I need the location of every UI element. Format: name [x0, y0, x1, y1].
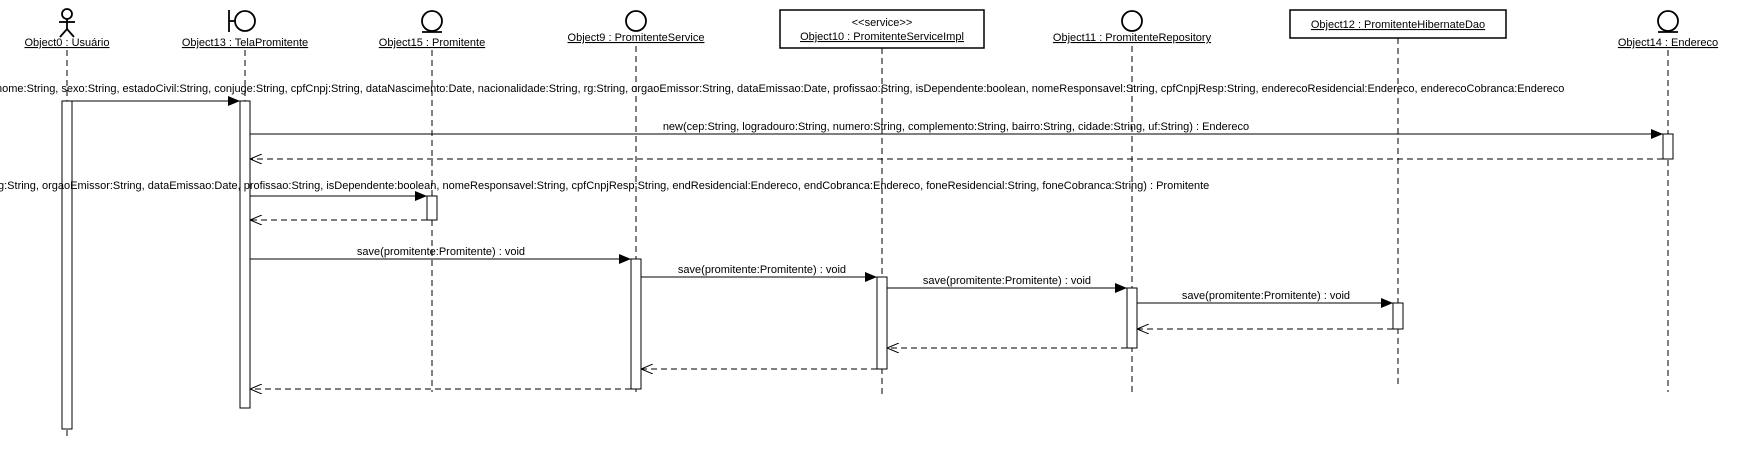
- boundary-icon: [228, 10, 256, 32]
- actor-icon: [59, 8, 75, 38]
- activation-bar: [239, 100, 251, 409]
- lifeline-label: Object0 : Usuário: [25, 37, 110, 49]
- lifeline-label: Object14 : Endereco: [1618, 37, 1718, 49]
- object-box: [1289, 9, 1507, 39]
- lifeline-service: Object9 : PromitenteService: [568, 10, 705, 392]
- message-3: g:String, orgaoEmissor:String, dataEmiss…: [0, 180, 1209, 201]
- activation-bar: [426, 195, 438, 221]
- lifeline-serviceimpl: <<service>> Object10 : PromitenteService…: [779, 9, 985, 395]
- message-1: new(cep:String, logradouro:String, numer…: [250, 121, 1663, 139]
- message-label: save(promitente:Promitente) : void: [357, 246, 525, 258]
- lifeline-label: Object9 : PromitenteService: [568, 32, 705, 44]
- entity-icon: [1657, 10, 1679, 33]
- activation-bar: [61, 100, 73, 430]
- lifeline-label: Object10 : PromitenteServiceImpl: [800, 31, 964, 43]
- entity-icon: [421, 10, 443, 33]
- lifeline-label: Object12 : PromitenteHibernateDao: [1311, 19, 1485, 31]
- lifeline-label: Object15 : Promitente: [379, 37, 485, 49]
- lifeline-endereco: Object14 : Endereco: [1618, 10, 1718, 392]
- lifeline-tela: Object13 : TelaPromitente: [182, 10, 308, 409]
- message-label: save(promitente:Promitente) : void: [923, 275, 1091, 287]
- lifeline-label: Object11 : PromitenteRepository: [1053, 32, 1212, 44]
- control-icon: [1121, 10, 1143, 32]
- activation-bar: [1126, 287, 1138, 349]
- message-label: nome:String, sexo:String, estadoCivil:St…: [0, 83, 1564, 95]
- activation-bar: [630, 258, 642, 390]
- message-7: save(promitente:Promitente) : void: [887, 275, 1127, 293]
- lifeline-promitente: Object15 : Promitente: [379, 10, 485, 392]
- message-8: save(promitente:Promitente) : void: [1137, 290, 1393, 308]
- lifeline-usuario: Object0 : Usuário: [25, 8, 110, 440]
- message-0: nome:String, sexo:String, estadoCivil:St…: [0, 83, 1564, 106]
- activation-bar: [1392, 302, 1404, 330]
- control-icon: [625, 10, 647, 32]
- activation-bar: [1662, 133, 1674, 160]
- message-label: g:String, orgaoEmissor:String, dataEmiss…: [0, 180, 1209, 192]
- stereotype-label: <<service>>: [852, 17, 913, 29]
- message-label: save(promitente:Promitente) : void: [678, 264, 846, 276]
- message-6: save(promitente:Promitente) : void: [641, 264, 877, 282]
- lifeline-repository: Object11 : PromitenteRepository: [1053, 10, 1212, 392]
- activation-bar: [876, 276, 888, 370]
- message-5: save(promitente:Promitente) : void: [250, 246, 631, 264]
- message-label: new(cep:String, logradouro:String, numer…: [663, 121, 1249, 133]
- message-label: save(promitente:Promitente) : void: [1182, 290, 1350, 302]
- lifeline-label: Object13 : TelaPromitente: [182, 37, 308, 49]
- lifeline-dao: Object12 : PromitenteHibernateDao: [1289, 9, 1507, 385]
